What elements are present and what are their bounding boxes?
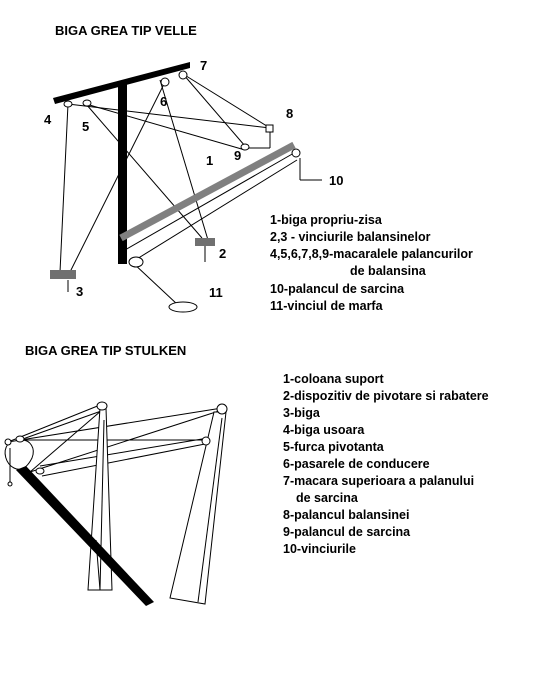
stulken-column-right [169,411,227,605]
velle-legend-item: 2,3 - vinciurile balansinelor [270,230,431,244]
velle-legend-item: 1-biga propriu-zisa [270,213,382,227]
velle-rope-4-8 [67,103,271,129]
velle-num-2: 2 [219,246,227,261]
velle-rope-7-9 [182,73,246,147]
stulken-rope-g [39,437,209,467]
velle-rope-7-8 [182,73,271,129]
velle-num-11: 11 [209,285,223,300]
velle-rope-5-9 [85,103,246,151]
stulken-hook [7,481,13,487]
stulken-pulley-left-top [96,401,108,411]
velle-legend-item: de balansina [350,264,426,278]
velle-mast [118,82,127,264]
stulken-boom [16,466,154,606]
velle-title: BIGA GREA TIP VELLE [55,23,197,38]
velle-block-7 [178,70,188,80]
stulken-title: BIGA GREA TIP STULKEN [25,343,187,358]
velle-block-5 [82,99,92,107]
stulken-legend-item: 7-macara superioara a palanului [283,474,475,488]
stulken-rope-f [29,409,103,473]
stulken-column-right-edge [197,417,223,603]
velle-rope-load-lower [131,159,298,263]
velle-rope-winch11 [131,261,179,306]
stulken-pulley-tip [4,438,12,446]
velle-num-1: 1 [206,153,214,168]
stulken-pulley-right-mid [201,436,211,446]
velle-num-7: 7 [200,58,208,73]
velle-rope-4-3 [59,103,69,273]
velle-legend-item: 10-palancul de sarcina [270,282,405,296]
stulken-pulley-lower [35,467,45,475]
velle-winch-2 [195,238,215,246]
stulken-legend-item: 4-biga usoara [283,423,365,437]
velle-block-9 [240,143,250,151]
stulken-rope-e [29,409,223,473]
stulken-rope-a [7,404,101,443]
velle-num-5: 5 [82,119,90,134]
velle-winch-3 [50,270,76,279]
velle-rope-6-2 [159,79,209,241]
stulken-legend-item: 3-biga [283,406,320,420]
stulken-legend-item: 8-palancul balansinei [283,508,410,522]
velle-boom [119,141,296,242]
stulken-legend-item: 5-furca pivotanta [283,440,384,454]
stulken-legend-item: 9-palancul de sarcina [283,525,411,539]
stulken-legend-item: de sarcina [296,491,358,505]
velle-num-10: 10 [329,173,344,188]
velle-block-6 [160,77,170,87]
velle-block-load [128,256,144,268]
stulken-rope-h [41,443,206,477]
stulken-column-left-edge [99,419,105,591]
stulken-legend-item: 6-pasarele de conducere [283,457,430,471]
stulken-legend-item: 10-vinciurile [283,542,356,556]
stulken-pulley-head [15,435,25,443]
stulken-legend-item: 2-dispozitiv de pivotare si rabatere [283,389,489,403]
velle-num-3: 3 [76,284,84,299]
velle-rope-load-upper [124,152,295,251]
velle-legend-item: 4,5,6,7,8,9-macaralele palancurilor [270,247,473,261]
velle-num-9: 9 [234,148,242,163]
velle-block-4 [63,100,73,108]
velle-block-8 [265,124,274,133]
velle-block-10 [291,148,301,158]
velle-num-8: 8 [286,106,294,121]
stulken-legend-item: 1-coloana suport [283,372,384,386]
velle-num-6: 6 [160,94,168,109]
velle-winch-11 [168,301,198,313]
velle-rope-5-2 [85,103,203,239]
stulken-pulley-right-top [216,403,228,415]
stulken-rope-c [19,409,105,441]
stulken-rope-b [7,407,223,443]
velle-legend-item: 11-vinciul de marfa [270,299,383,313]
velle-num-4: 4 [44,112,52,127]
